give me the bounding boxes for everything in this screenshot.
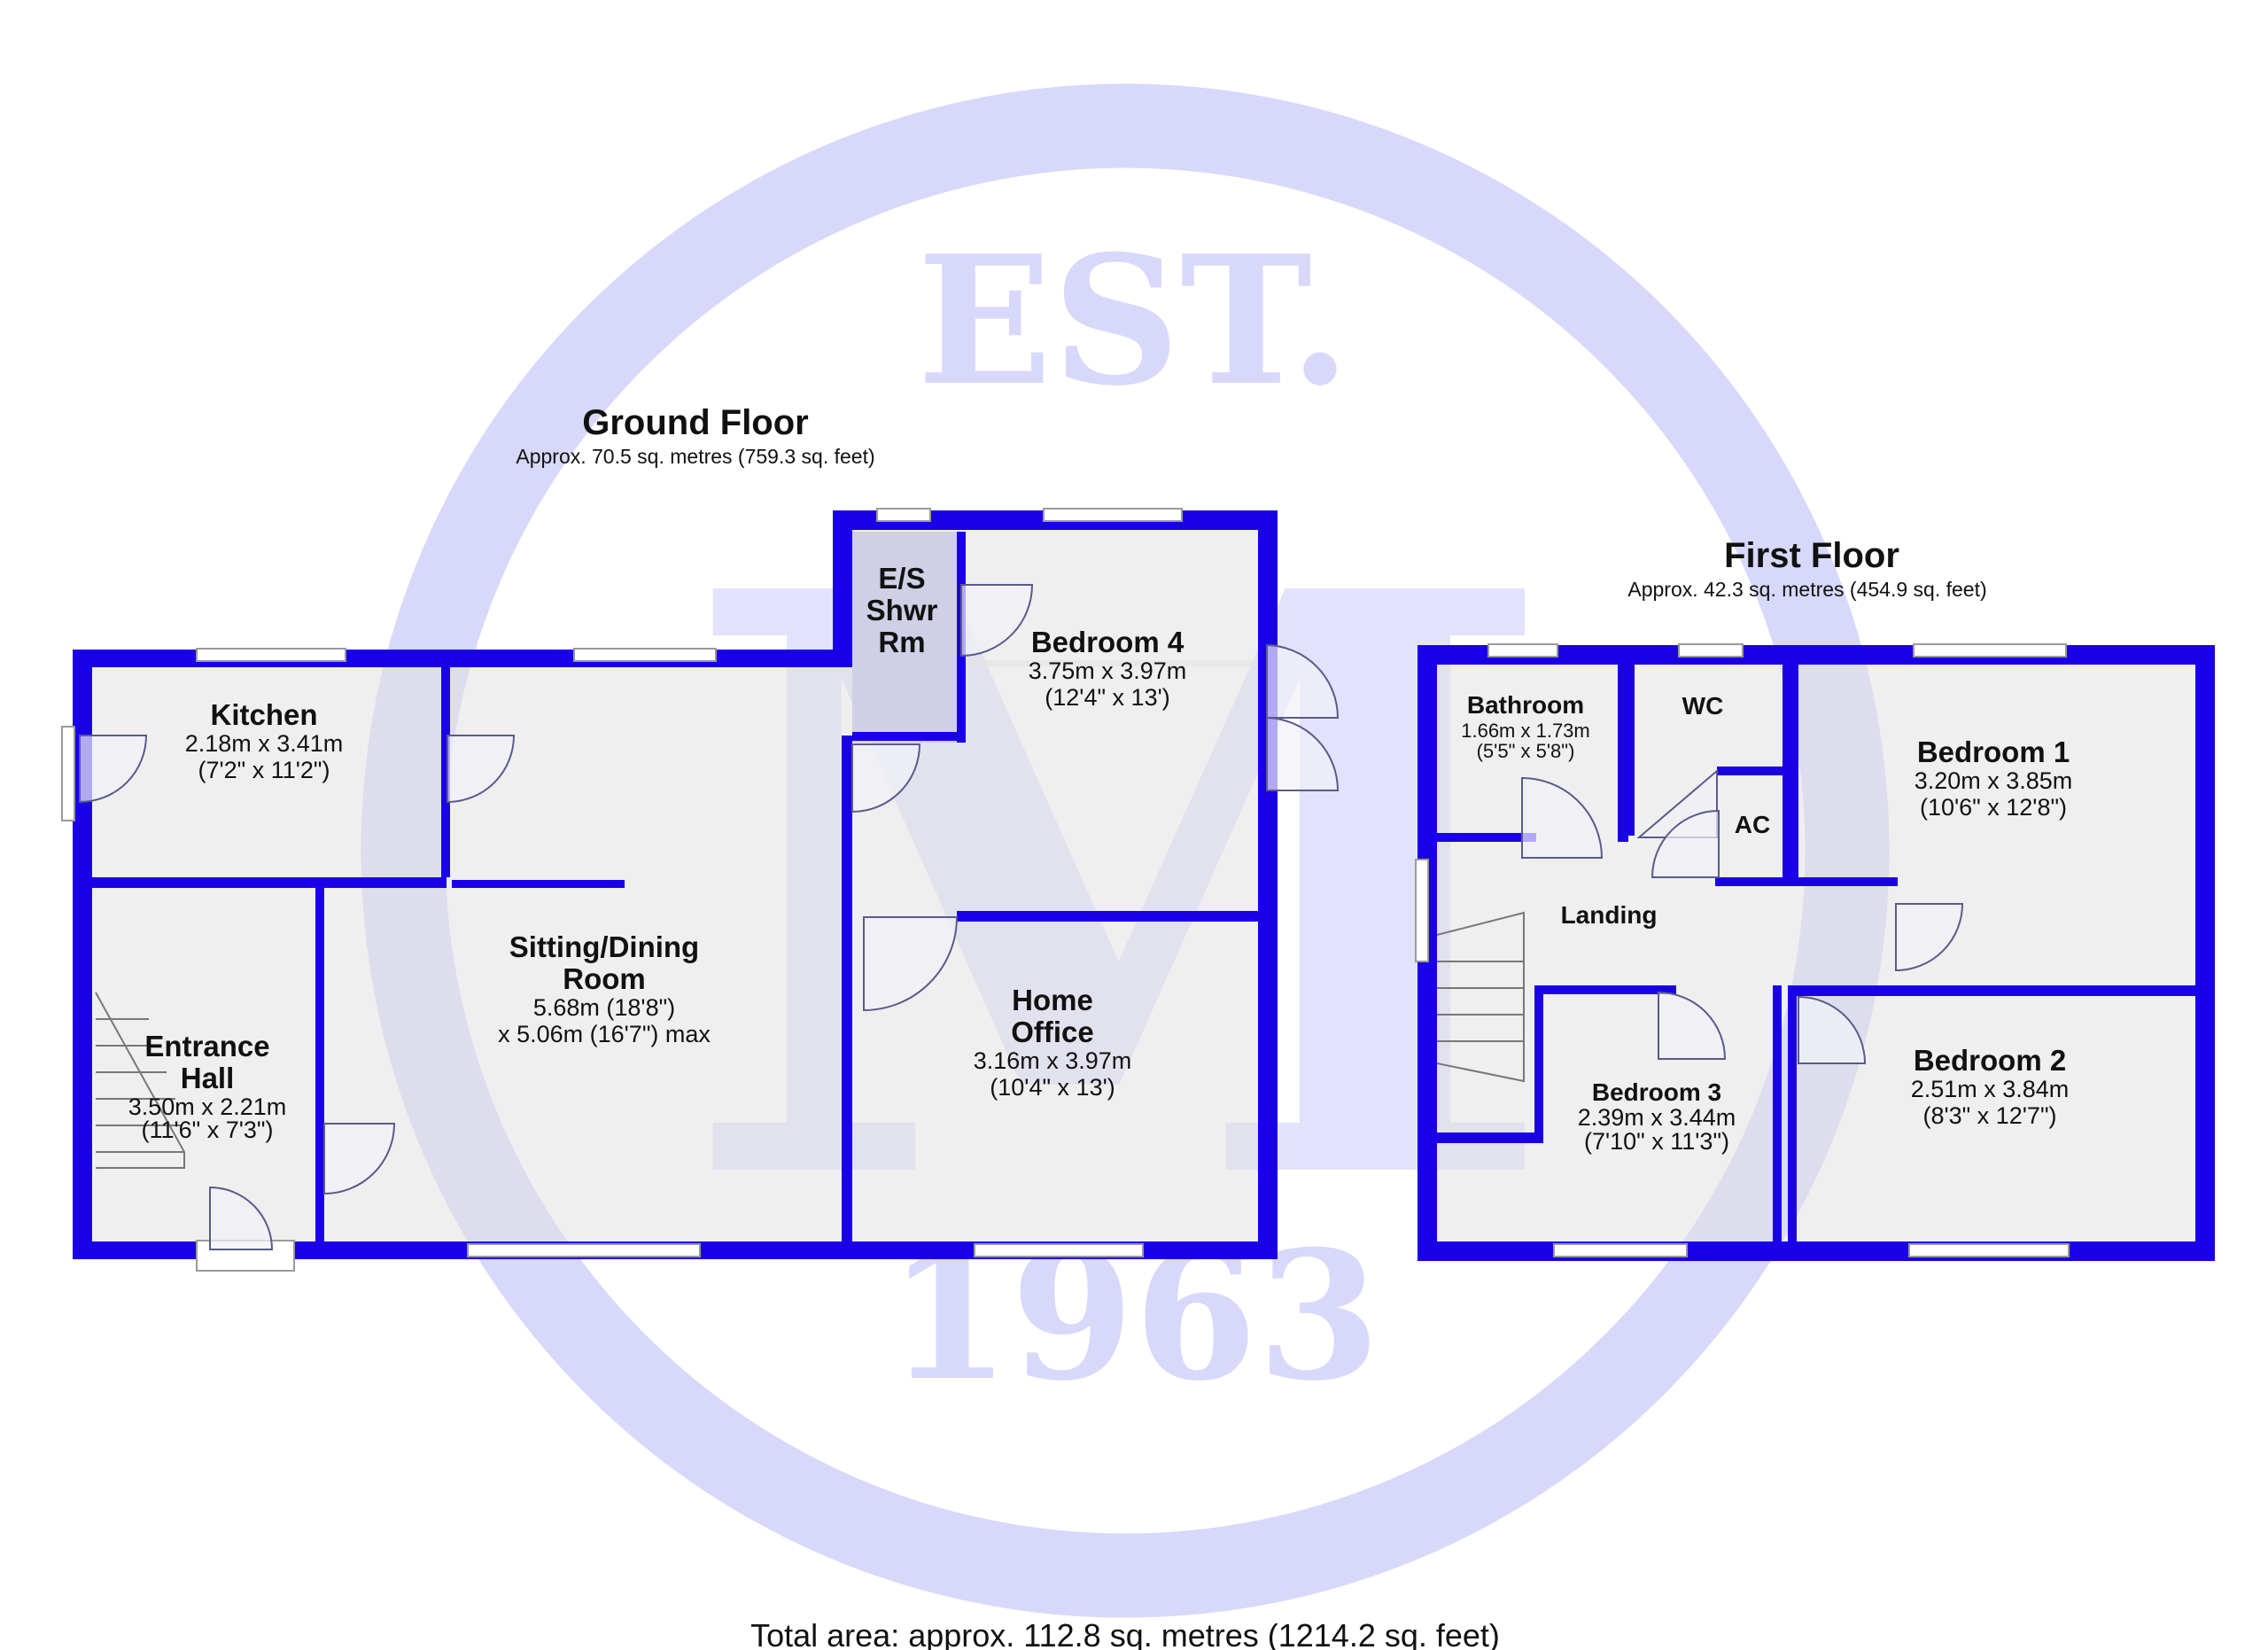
kitchen-dims-imperial: (7'2" x 11'2")	[198, 757, 330, 783]
sitting-room-dims-1: 5.68m (18'8")	[533, 994, 675, 1021]
first-floor-plan: First Floor Approx. 42.3 sq. metres (454…	[1415, 536, 2215, 1261]
home-office-dims-metric: 3.16m x 3.97m	[974, 1047, 1132, 1074]
bedroom-3-dims-metric: 2.39m x 3.44m	[1578, 1104, 1736, 1131]
entrance-hall-label-2: Hall	[181, 1062, 235, 1094]
entrance-hall-dims-metric: 3.50m x 2.21m	[128, 1094, 287, 1120]
ground-floor-title: Ground Floor	[582, 403, 809, 442]
kitchen-label: Kitchen	[210, 698, 317, 731]
bedroom-1-dims-imperial: (10'6" x 12'8")	[1920, 794, 2067, 821]
shower-room-label-1: E/S	[878, 562, 925, 595]
home-office-label-1: Home	[1012, 984, 1093, 1016]
shower-room-label-2: Shwr	[866, 594, 938, 627]
watermark-est-text: EST.	[917, 217, 1351, 425]
bedroom-4-label: Bedroom 4	[1031, 626, 1184, 658]
first-floor-area: Approx. 42.3 sq. metres (454.9 sq. feet)	[1627, 578, 1986, 601]
bedroom-1-label: Bedroom 1	[1917, 735, 2070, 768]
bedroom-1-dims-metric: 3.20m x 3.85m	[1915, 767, 2073, 794]
entrance-hall-dims-imperial: (11'6" x 7'3")	[141, 1117, 273, 1143]
ground-floor-plan: Ground Floor Approx. 70.5 sq. metres (75…	[61, 403, 1340, 1272]
ground-windows	[61, 508, 1183, 1272]
ground-doors	[79, 584, 1340, 1250]
home-office-label-2: Office	[1011, 1016, 1094, 1048]
bedroom-3-label: Bedroom 3	[1592, 1078, 1721, 1106]
first-windows	[1415, 643, 2070, 1257]
first-interior-walls	[1437, 663, 2204, 1247]
first-stairs	[1436, 911, 1525, 1083]
bathroom-dims-metric: 1.66m x 1.73m	[1461, 720, 1590, 742]
shower-room-fill	[852, 532, 963, 743]
wc-label: WC	[1682, 692, 1724, 720]
bedroom-4-dims-imperial: (12'4" x 13')	[1045, 684, 1169, 711]
first-floor-title: First Floor	[1724, 536, 1899, 575]
first-floor-area	[1428, 658, 2202, 1247]
ground-interior-walls	[92, 532, 1262, 1249]
bedroom-2-dims-metric: 2.51m x 3.84m	[1911, 1076, 2070, 1102]
sitting-room-label-2: Room	[563, 962, 646, 995]
kitchen-dims-metric: 2.18m x 3.41m	[185, 730, 344, 757]
sitting-room-label-1: Sitting/Dining	[509, 930, 699, 963]
sitting-room-dims-2: x 5.06m (16'7") max	[498, 1021, 711, 1047]
ground-stairs	[95, 992, 185, 1169]
first-doors	[1521, 768, 1964, 1064]
shower-room-label-3: Rm	[878, 626, 925, 658]
entrance-hall-label-1: Entrance	[144, 1030, 269, 1062]
bathroom-dims-imperial: (5'5" x 5'8")	[1477, 740, 1575, 762]
home-office-dims-imperial: (10'4" x 13')	[990, 1074, 1115, 1101]
bathroom-label: Bathroom	[1467, 691, 1584, 719]
landing-label: Landing	[1561, 901, 1658, 929]
ac-label: AC	[1735, 811, 1770, 838]
bedroom-2-label: Bedroom 2	[1914, 1044, 2066, 1077]
ground-floor-area: Approx. 70.5 sq. metres (759.3 sq. feet)	[516, 445, 874, 468]
bedroom-4-dims-metric: 3.75m x 3.97m	[1029, 658, 1187, 684]
bedroom-2-dims-imperial: (8'3" x 12'7")	[1922, 1102, 2056, 1129]
ground-floor-area-main	[78, 660, 1274, 1245]
bedroom-3-dims-imperial: (7'10" x 11'3")	[1584, 1128, 1729, 1155]
total-area: Total area: approx. 112.8 sq. metres (12…	[750, 1617, 1500, 1650]
